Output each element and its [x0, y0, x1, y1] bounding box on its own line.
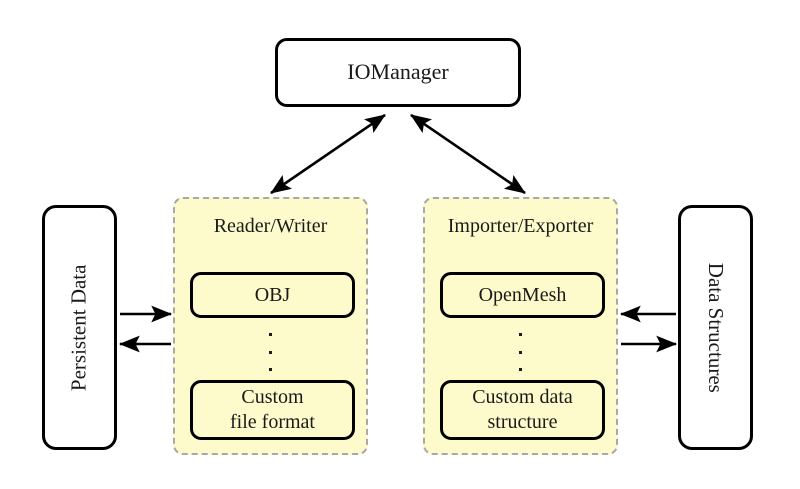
node-custom-data-structure[interactable]: Custom data structure [440, 380, 605, 440]
dot [519, 350, 522, 354]
line-1: Custom data [472, 386, 573, 408]
dot [269, 350, 272, 354]
dot [269, 333, 272, 336]
arrow-iomanager-reader-writer [270, 113, 386, 195]
ellipsis-importer-exporter [425, 333, 616, 371]
node-openmesh[interactable]: OpenMesh [440, 272, 605, 318]
group-importer-exporter: Importer/Exporter OpenMesh Custom data s… [423, 197, 618, 455]
data-structures-node[interactable]: Data Structures [678, 205, 753, 450]
dot [519, 368, 522, 371]
dot [519, 333, 522, 336]
ellipsis-reader-writer [175, 333, 366, 371]
line-2: structure [487, 411, 558, 433]
io-manager-label: IOManager [347, 59, 449, 85]
persistent-data-label: Persistent Data [66, 264, 91, 391]
arrow-iomanager-importer-exporter [410, 113, 526, 195]
node-obj-label: OBJ [254, 283, 291, 306]
dot [269, 368, 272, 371]
data-structures-label: Data Structures [704, 262, 729, 393]
node-custom-file-format-label: Custom file format [230, 385, 315, 435]
io-manager-node[interactable]: IOManager [275, 38, 521, 107]
line-1: Custom [241, 386, 304, 408]
persistent-data-node[interactable]: Persistent Data [42, 205, 117, 450]
group-importer-exporter-title: Importer/Exporter [447, 215, 594, 237]
line-2: file format [230, 411, 315, 433]
node-custom-data-structure-label: Custom data structure [472, 385, 573, 435]
node-openmesh-label: OpenMesh [478, 283, 567, 306]
node-custom-file-format[interactable]: Custom file format [190, 380, 355, 440]
node-obj[interactable]: OBJ [190, 272, 355, 318]
group-reader-writer: Reader/Writer OBJ Custom file format [173, 197, 368, 455]
group-reader-writer-title: Reader/Writer [213, 215, 328, 237]
